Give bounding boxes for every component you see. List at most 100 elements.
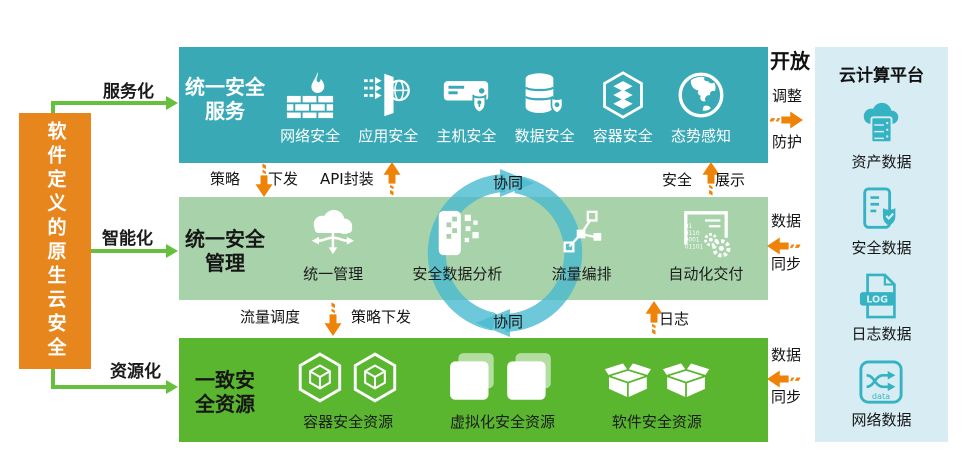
management-item-label: 自动化交付 — [668, 265, 744, 283]
virtual-layers-icon — [448, 351, 556, 405]
security-label: 安全 — [662, 171, 693, 189]
adjust-label: 调整 — [772, 87, 803, 105]
service-connector-line — [51, 101, 167, 105]
svg-text:01101: 01101 — [685, 244, 704, 250]
resource-connector-stub — [51, 369, 55, 389]
data-analysis-icon — [432, 208, 482, 258]
document-shield-icon — [858, 187, 904, 233]
resource-connector-line — [51, 385, 167, 389]
cloud-server-icon — [858, 101, 904, 147]
resource-item-label: 软件安全资源 — [611, 413, 702, 431]
pillar-title: 软件定义的原生云安全 — [44, 121, 67, 361]
service-item: 应用安全 — [349, 47, 427, 163]
api-up-arrow — [375, 162, 409, 196]
svg-text:data: data — [872, 391, 890, 401]
cloud-platform-panel: 云计算平台 资产数据 安全数据 — [815, 47, 948, 442]
service-connector-stub — [51, 102, 55, 114]
service-item: 数据安全 — [506, 47, 584, 163]
traffic-down-arrow — [316, 302, 350, 336]
resource-item: 容器安全资源 — [271, 338, 425, 442]
globe-icon — [677, 71, 725, 119]
container-hexagon-icon — [599, 71, 647, 119]
management-item: 01 0110 0001 01101 自动化交付 — [644, 197, 768, 300]
management-item: 统一管理 — [271, 197, 395, 300]
sync-top-left-arrow — [767, 229, 801, 263]
policy-dispatch-label: 策略下发 — [351, 308, 412, 326]
software-boxes-icon — [602, 351, 711, 405]
service-item-label: 网络安全 — [280, 127, 341, 145]
management-item-label: 流量编排 — [551, 265, 612, 283]
panel-item: data 网络数据 — [851, 359, 912, 430]
cloud-platform-title: 云计算平台 — [839, 66, 924, 86]
service-band-title: 统一安全 服务 — [185, 75, 265, 123]
display-label: 展示 — [715, 171, 746, 189]
firewall-icon — [286, 71, 334, 119]
service-item: 主机安全 — [427, 47, 505, 163]
management-item: 安全数据分析 — [395, 197, 519, 300]
api-wrap-label: API封装 — [320, 170, 374, 188]
host-server-icon — [442, 71, 490, 119]
resource-band-title: 一致安 全资源 — [195, 368, 255, 416]
panel-item-label: 资产数据 — [851, 153, 912, 171]
management-item-label: 统一管理 — [303, 265, 364, 283]
resource-item: 软件安全资源 — [580, 338, 734, 442]
app-security-icon — [364, 71, 412, 119]
collaborate-top-label: 协同 — [493, 174, 524, 192]
panel-item-label: 日志数据 — [851, 325, 912, 343]
service-connector-arrowhead — [166, 96, 178, 110]
management-band-background — [179, 197, 768, 300]
data-exchange-icon: data — [858, 359, 904, 405]
software-defined-cloud-security-pillar: 软件定义的原生云安全 — [19, 113, 91, 369]
sync-bottom-data-label: 数据 — [771, 346, 802, 364]
management-item-label: 安全数据分析 — [412, 265, 503, 283]
adjust-protect-right-arrow — [769, 103, 803, 137]
intelligence-connector-label: 智能化 — [102, 229, 153, 249]
service-item: 容器安全 — [584, 47, 662, 163]
management-band: 统一安全 管理 — [179, 197, 768, 300]
protect-label: 防护 — [772, 133, 803, 151]
svg-text:0110: 0110 — [685, 231, 700, 237]
panel-item-label: 网络数据 — [851, 411, 912, 429]
log-file-icon: LOG — [858, 273, 904, 319]
service-item-label: 应用安全 — [358, 127, 419, 145]
panel-item: 安全数据 — [851, 187, 912, 258]
collaborate-bottom-label: 协同 — [493, 313, 524, 331]
database-shield-icon — [521, 71, 569, 119]
policy-down-arrow — [247, 163, 281, 197]
resource-band: 一致安 全资源 — [179, 338, 768, 442]
dispatch-label: 下发 — [268, 170, 299, 188]
display-up-arrow — [694, 162, 728, 196]
management-band-items: 统一管理 安全数据分析 — [271, 197, 768, 300]
resource-band-items: 容器安全资源 虚拟化安全资源 — [271, 338, 768, 442]
service-item-label: 数据安全 — [514, 127, 575, 145]
intelligence-connector-arrowhead — [166, 244, 178, 258]
service-item: 网络安全 — [271, 47, 349, 163]
policy-label: 策略 — [210, 170, 241, 188]
sync-bottom-left-arrow — [767, 362, 801, 396]
service-band-items: 网络安全 应用安全 — [271, 47, 768, 163]
panel-item-label: 安全数据 — [851, 239, 912, 257]
service-item-label: 态势感知 — [670, 127, 731, 145]
intelligence-connector-line — [91, 249, 167, 253]
service-connector-label: 服务化 — [103, 82, 154, 102]
svg-text:0001: 0001 — [685, 238, 700, 244]
open-label: 开放 — [770, 49, 810, 73]
resource-connector-arrowhead — [166, 380, 178, 394]
service-item: 态势感知 — [662, 47, 740, 163]
log-label: 日志 — [659, 310, 690, 328]
service-band: 统一安全 服务 网络安全 — [179, 47, 768, 163]
traffic-orchestration-icon — [557, 208, 607, 258]
cloud-management-icon — [306, 208, 360, 258]
cycle-arrows-icon — [427, 169, 583, 337]
sync-bottom-sync-label: 同步 — [771, 388, 802, 406]
resource-connector-label: 资源化 — [110, 362, 161, 382]
panel-item: 资产数据 — [851, 101, 912, 172]
panel-item: LOG 日志数据 — [851, 273, 912, 344]
automation-gears-icon: 01 0110 0001 01101 — [681, 208, 731, 258]
management-item: 流量编排 — [520, 197, 644, 300]
svg-text:LOG: LOG — [867, 295, 889, 306]
resource-item-label: 虚拟化安全资源 — [449, 413, 555, 431]
sync-top-sync-label: 同步 — [771, 255, 802, 273]
svg-text:01: 01 — [685, 224, 693, 230]
